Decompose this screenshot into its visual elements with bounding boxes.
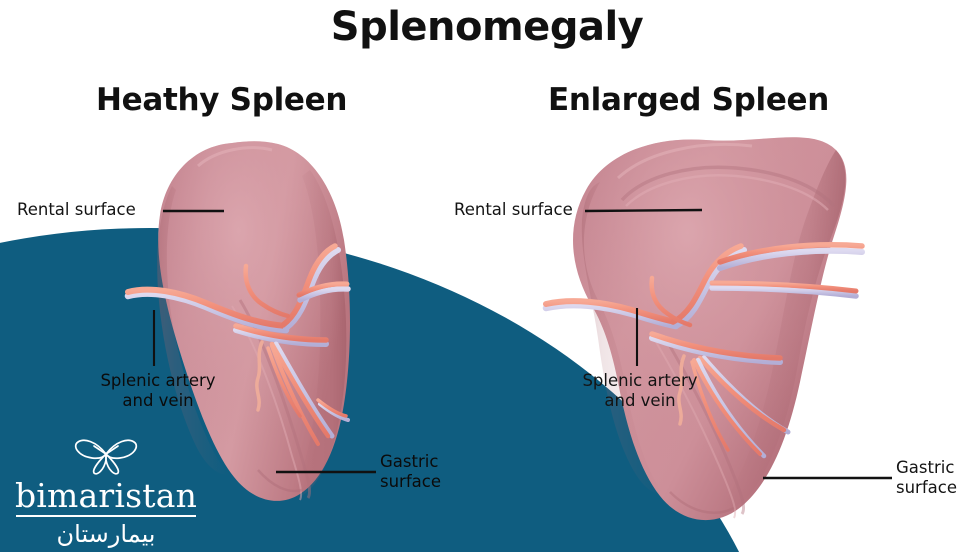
page-title: Splenomegaly xyxy=(330,4,644,50)
label-renal-surface-healthy: Rental surface xyxy=(17,200,136,219)
brand-logo: bimaristan بيمارستان xyxy=(8,432,204,548)
leader-renal-right xyxy=(584,208,703,213)
leader-lines xyxy=(152,208,892,480)
brand-divider xyxy=(16,515,196,517)
label-gastric-surface-healthy: Gastric surface xyxy=(380,452,441,491)
panel-title-healthy: Heathy Spleen xyxy=(96,82,348,118)
label-splenic-vessels-healthy: Splenic artery and vein xyxy=(100,371,216,410)
panel-title-enlarged: Enlarged Spleen xyxy=(548,82,830,118)
label-renal-surface-enlarged: Rental surface xyxy=(454,200,573,219)
enlarged-spleen-vessels xyxy=(542,242,865,459)
label-splenic-vessels-enlarged: Splenic artery and vein xyxy=(582,371,698,410)
brand-name: bimaristan xyxy=(14,476,198,515)
brand-name-arabic: بيمارستان xyxy=(56,520,156,548)
label-gastric-surface-enlarged: Gastric surface xyxy=(896,458,957,497)
healthy-spleen-vessels xyxy=(124,243,351,446)
butterfly-leaf-mark-icon xyxy=(74,439,138,475)
